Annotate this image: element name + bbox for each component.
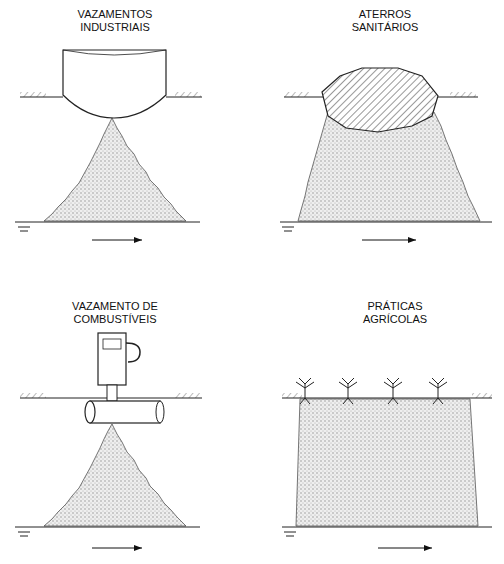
industrial-leak-panel (15, 50, 202, 240)
agriculture-panel (282, 378, 492, 548)
landfill-panel (280, 68, 492, 240)
panel-title: ATERROS SANITÁRIOS (337, 8, 433, 34)
panel-title: VAZAMENTO DE COMBUSTÍVEIS (67, 300, 163, 326)
panel-title: VAZAMENTOS INDUSTRIAIS (67, 8, 163, 34)
fuel-leak-panel (15, 333, 202, 548)
panel-title: PRÁTICAS AGRÍCOLAS (347, 300, 443, 326)
